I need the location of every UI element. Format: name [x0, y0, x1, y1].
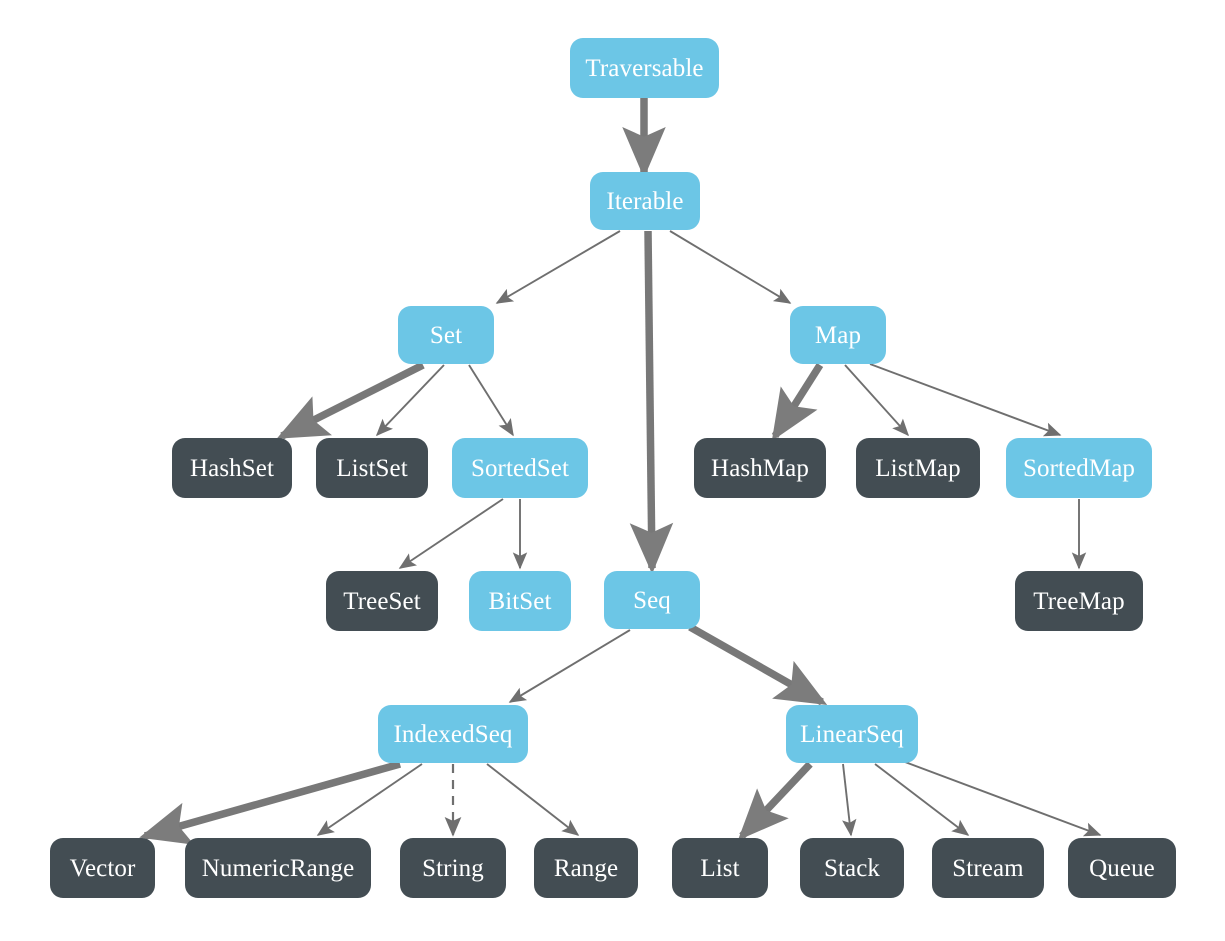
node-label-indexedseq: IndexedSeq [393, 720, 513, 748]
edge-linearseq-to-queue [904, 761, 1102, 837]
node-sortedmap[interactable]: SortedMap [1006, 438, 1152, 498]
node-map[interactable]: Map [790, 306, 886, 364]
node-label-list: List [700, 854, 740, 882]
node-numericrange[interactable]: NumericRange [185, 838, 371, 898]
node-queue[interactable]: Queue [1068, 838, 1176, 898]
node-list[interactable]: List [672, 838, 768, 898]
edge-iterable-to-set [495, 230, 621, 304]
node-stack[interactable]: Stack [800, 838, 904, 898]
edge-linearseq-to-stack [842, 763, 857, 837]
node-label-numericrange: NumericRange [201, 854, 355, 882]
node-indexedseq[interactable]: IndexedSeq [378, 705, 528, 763]
node-label-sortedset: SortedSet [470, 454, 570, 482]
edge-indexedseq-to-range [486, 763, 580, 836]
node-label-stack: Stack [823, 854, 881, 882]
edge-sortedset-to-treeset [398, 498, 504, 569]
edge-indexedseq-to-numericrange [316, 763, 423, 836]
edge-seq-to-indexedseq [508, 629, 631, 703]
node-label-linearseq: LinearSeq [800, 720, 904, 748]
node-label-sortedmap: SortedMap [1023, 454, 1135, 482]
edge-linearseq-to-stream [874, 763, 970, 836]
edge-set-to-hashset [276, 361, 425, 440]
edge-map-to-listmap [844, 364, 910, 437]
edge-seq-to-linearseq [688, 623, 828, 706]
node-label-hashset: HashSet [189, 454, 275, 482]
node-stream[interactable]: Stream [932, 838, 1044, 898]
node-label-vector: Vector [69, 854, 136, 882]
edge-iterable-to-map [669, 230, 792, 304]
node-label-bitset: BitSet [488, 587, 552, 615]
node-label-treeset: TreeSet [343, 587, 421, 615]
node-listmap[interactable]: ListMap [856, 438, 980, 498]
edge-set-to-listset [375, 364, 445, 437]
node-label-treemap: TreeMap [1033, 587, 1125, 615]
edge-linearseq-to-list [737, 761, 813, 841]
edge-set-to-sortedset [468, 364, 514, 437]
node-treemap[interactable]: TreeMap [1015, 571, 1143, 631]
node-label-hashmap: HashMap [711, 454, 809, 482]
node-string[interactable]: String [400, 838, 506, 898]
node-label-listset: ListSet [336, 454, 408, 482]
node-linearseq[interactable]: LinearSeq [786, 705, 918, 763]
node-bitset[interactable]: BitSet [469, 571, 571, 631]
node-set[interactable]: Set [398, 306, 494, 364]
node-range[interactable]: Range [534, 838, 638, 898]
node-label-set: Set [429, 321, 463, 349]
node-hashmap[interactable]: HashMap [694, 438, 826, 498]
node-label-range: Range [553, 854, 619, 882]
node-label-queue: Queue [1089, 854, 1155, 882]
node-listset[interactable]: ListSet [316, 438, 428, 498]
node-label-seq: Seq [633, 586, 671, 614]
node-label-stream: Stream [952, 854, 1024, 882]
node-iterable[interactable]: Iterable [590, 172, 700, 230]
edge-indexedseq-to-vector [139, 760, 402, 845]
node-hashset[interactable]: HashSet [172, 438, 292, 498]
node-label-listmap: ListMap [875, 454, 961, 482]
node-seq[interactable]: Seq [604, 571, 700, 629]
edge-iterable-to-seq [629, 230, 674, 574]
node-sortedset[interactable]: SortedSet [452, 438, 588, 498]
node-label-iterable: Iterable [606, 187, 684, 215]
node-traversable[interactable]: Traversable [570, 38, 719, 98]
node-label-traversable: Traversable [585, 54, 704, 82]
node-treeset[interactable]: TreeSet [326, 571, 438, 631]
edge-map-to-sortedmap [869, 363, 1062, 437]
node-label-map: Map [814, 321, 862, 349]
edge-map-to-hashmap [771, 362, 824, 442]
node-vector[interactable]: Vector [50, 838, 155, 898]
node-label-string: String [422, 854, 484, 882]
